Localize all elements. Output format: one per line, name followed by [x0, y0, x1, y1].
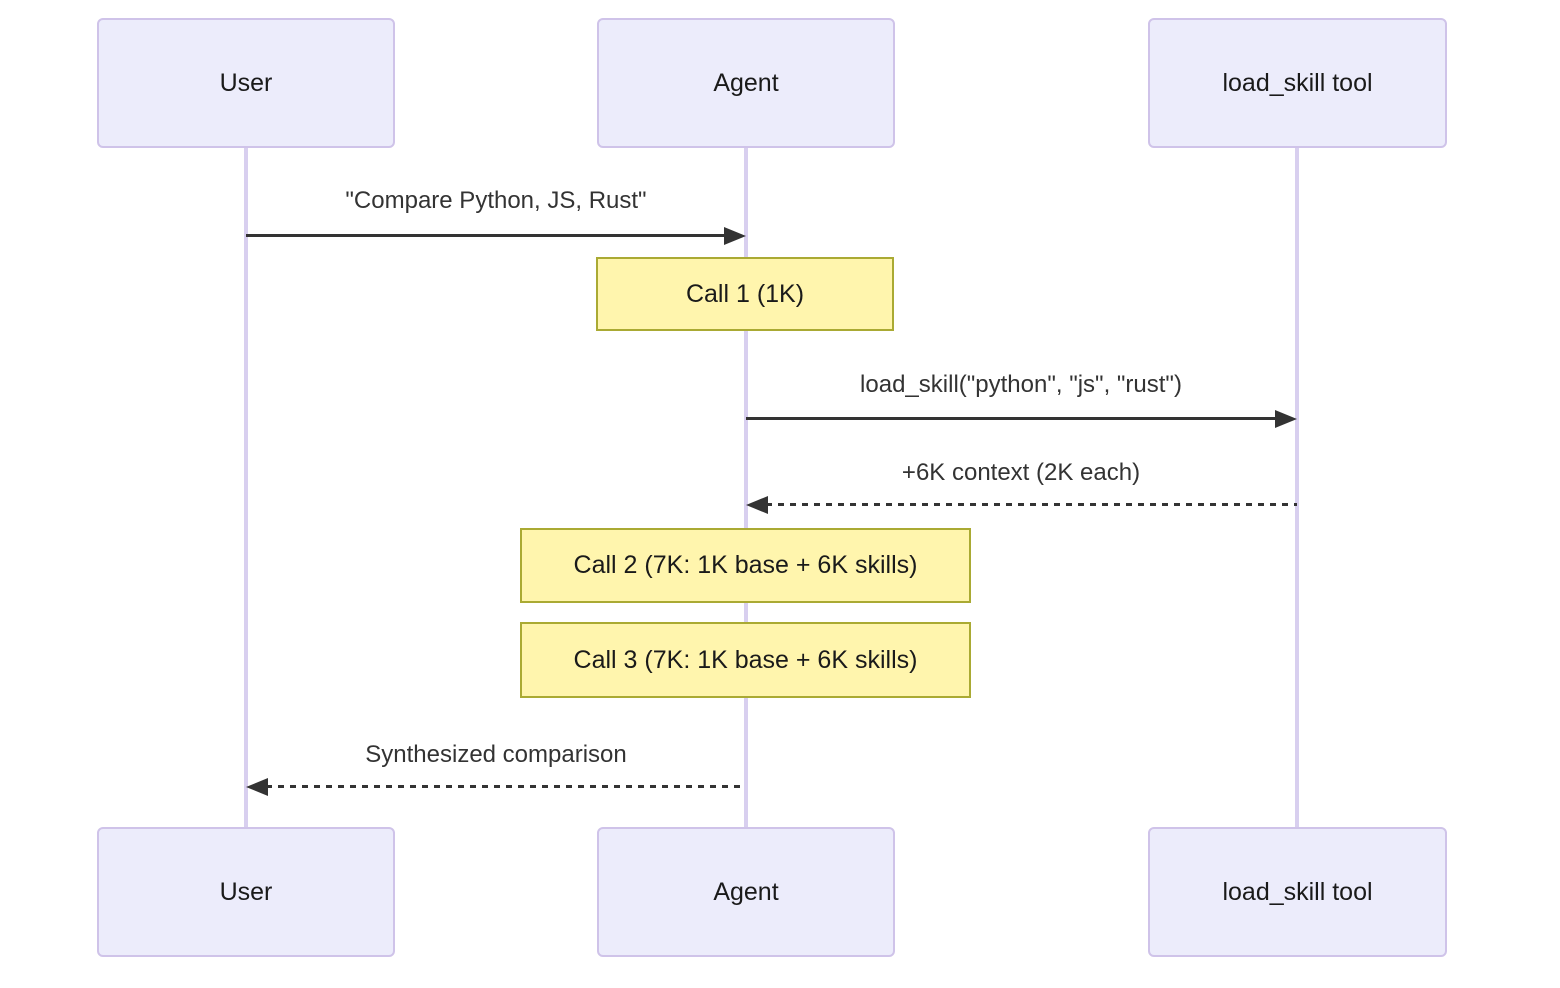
arrowhead-right-icon [1275, 410, 1297, 428]
lifeline-load-skill-tool [1295, 148, 1299, 827]
lifeline-agent [744, 148, 748, 827]
actor-top-agent: Agent [597, 18, 895, 148]
note-call-3: Call 3 (7K: 1K base + 6K skills) [520, 622, 971, 698]
note-call-1: Call 1 (1K) [596, 257, 894, 331]
message-line-agent-to-tool [746, 417, 1279, 420]
message-label-load-skill: load_skill("python", "js", "rust") [860, 371, 1182, 398]
message-label-context: +6K context (2K each) [901, 459, 1141, 486]
arrowhead-left-icon [246, 778, 268, 796]
message-label-synthesized: Synthesized comparison [365, 741, 627, 768]
arrowhead-left-icon [746, 496, 768, 514]
lifeline-user [244, 148, 248, 827]
message-line-agent-to-user [266, 785, 746, 788]
message-label-compare: "Compare Python, JS, Rust" [345, 187, 647, 214]
arrowhead-right-icon [724, 227, 746, 245]
message-line-user-to-agent [246, 234, 728, 237]
note-call-2: Call 2 (7K: 1K base + 6K skills) [520, 528, 971, 603]
actor-top-load-skill-tool: load_skill tool [1148, 18, 1447, 148]
actor-top-user: User [97, 18, 395, 148]
message-line-tool-to-agent [766, 503, 1297, 506]
actor-bottom-load-skill-tool: load_skill tool [1148, 827, 1447, 957]
actor-bottom-agent: Agent [597, 827, 895, 957]
actor-bottom-user: User [97, 827, 395, 957]
